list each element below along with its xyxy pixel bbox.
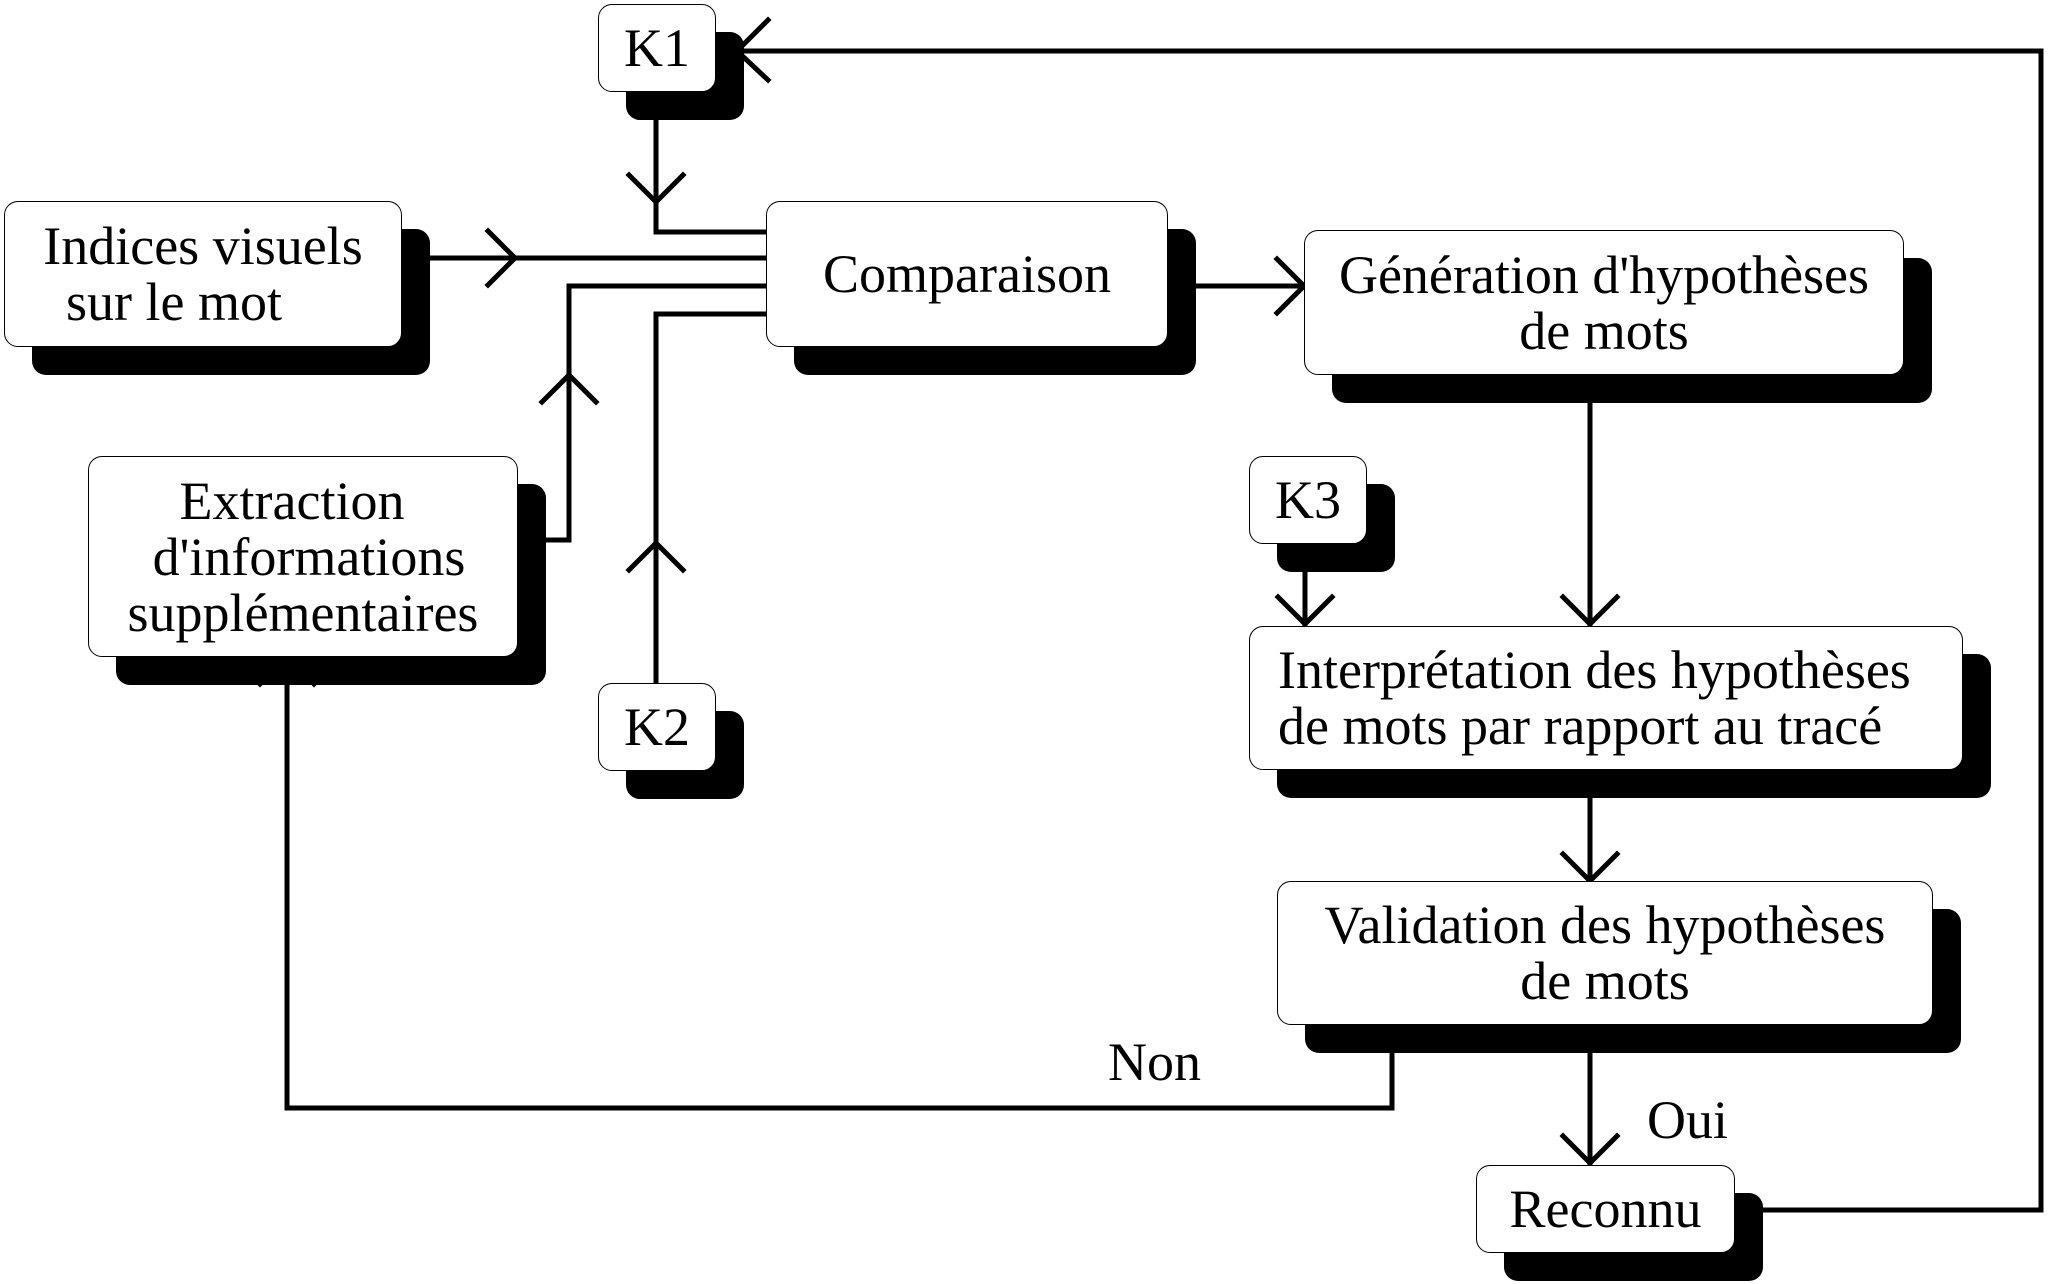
k3-box: K3 bbox=[1249, 456, 1367, 544]
k2-to-comparison-connector bbox=[653, 311, 769, 686]
indices-arrowhead bbox=[484, 227, 519, 289]
extraction-line-3: supplémentaires bbox=[127, 582, 479, 643]
indices-visuels-box: Indices visuels sur le mot bbox=[4, 201, 402, 347]
k1-box: K1 bbox=[598, 4, 716, 92]
k2-label: K2 bbox=[624, 697, 690, 757]
extraction-arrowhead bbox=[538, 371, 600, 406]
interpretation-line-1: Interprétation des hypothèses bbox=[1278, 640, 1911, 700]
comparaison-box: Comparaison bbox=[766, 201, 1168, 347]
reconnu-label: Reconnu bbox=[1509, 1179, 1702, 1239]
k1-arrowhead bbox=[625, 171, 687, 206]
extraction-line-2: d'informations bbox=[152, 526, 466, 587]
k3-arrowhead bbox=[1274, 593, 1336, 628]
reconnu-k1-arrowhead bbox=[733, 16, 772, 84]
reconnu-to-k1-connector bbox=[734, 48, 2044, 1213]
k2-box: K2 bbox=[598, 683, 716, 771]
validation-line-1: Validation des hypothèses bbox=[1324, 895, 1886, 955]
indices-line-1: Indices visuels bbox=[43, 216, 363, 276]
validation-reconnu-arrowhead bbox=[1559, 1132, 1621, 1167]
generation-interpretation-arrowhead bbox=[1559, 593, 1621, 628]
generation-line-1: Génération d'hypothèses bbox=[1338, 244, 1870, 305]
k3-label: K3 bbox=[1275, 470, 1341, 530]
generation-box: Génération d'hypothèses de mots bbox=[1304, 230, 1904, 375]
oui-branch-label: Oui bbox=[1647, 1090, 1728, 1150]
validation-line-2: de mots bbox=[1520, 951, 1690, 1011]
validation-to-extraction-connector bbox=[284, 654, 1395, 1111]
k1-label: K1 bbox=[624, 18, 690, 78]
extraction-to-comparison-connector bbox=[515, 283, 769, 543]
indices-line-2: sur le mot bbox=[66, 272, 282, 332]
interpretation-line-2: de mots par rapport au tracé bbox=[1278, 696, 1883, 756]
generation-line-2: de mots bbox=[1519, 300, 1689, 361]
validation-extraction-arrowhead bbox=[256, 653, 318, 688]
validation-box: Validation des hypothèses de mots bbox=[1277, 881, 1933, 1025]
extraction-box: Extraction d'informations supplémentaire… bbox=[88, 456, 518, 657]
k2-arrowhead bbox=[625, 539, 687, 574]
extraction-line-1: Extraction bbox=[179, 470, 405, 531]
interpretation-box: Interprétation des hypothèses de mots pa… bbox=[1249, 626, 1963, 770]
comparaison-label: Comparaison bbox=[823, 244, 1111, 304]
reconnu-box: Reconnu bbox=[1476, 1165, 1735, 1253]
k1-to-comparison-connector bbox=[653, 89, 769, 235]
non-branch-label: Non bbox=[1108, 1032, 1201, 1092]
